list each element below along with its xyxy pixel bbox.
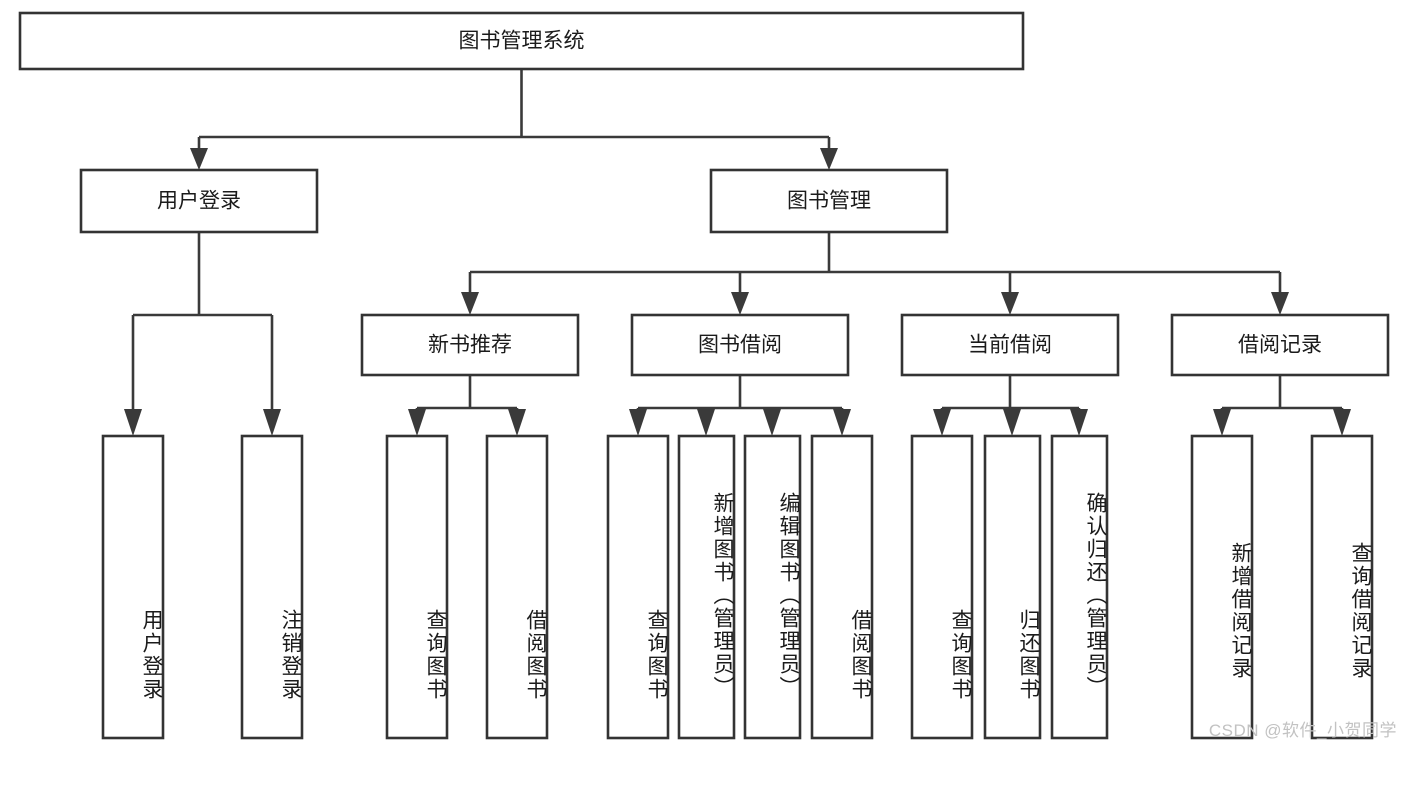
- node-leaf-return-book-box[interactable]: [983, 434, 1042, 740]
- arrow-head-leaf-query-book-b: [629, 409, 647, 436]
- node-leaf-user-login-box[interactable]: [101, 434, 165, 740]
- node-leaf-borrow-book-b-box[interactable]: [810, 434, 874, 740]
- node-user-login-box[interactable]: [79, 168, 319, 234]
- diagram-canvas: 图书管理系统 用户登录 图书管理 新书推荐 图书借阅 当前借阅 借阅记录: [18, 11, 1397, 740]
- arrow-head-leaf-query-borrow-record: [1333, 409, 1351, 436]
- node-current-borrow[interactable]: 当前借阅: [900, 313, 1120, 377]
- arrow-head-leaf-add-borrow-record: [1213, 409, 1231, 436]
- csdn-watermark: CSDN @软件_小贺同学: [1208, 721, 1397, 740]
- arrow-head-leaf-confirm-return: [1070, 409, 1088, 436]
- node-borrow-record[interactable]: 借阅记录: [1170, 313, 1390, 377]
- node-leaf-add-borrow-record-box[interactable]: [1190, 434, 1254, 740]
- node-borrow-record-box[interactable]: [1170, 313, 1390, 377]
- node-leaf-add-book-box[interactable]: [677, 434, 736, 740]
- node-root-label: 图书管理系统: [459, 30, 585, 53]
- node-leaf-edit-book-box[interactable]: [743, 434, 802, 740]
- arrow-head-new-book-recommend: [461, 292, 479, 315]
- arrow-head-leaf-borrow-book-b: [833, 409, 851, 436]
- arrow-head-current-borrow: [1001, 292, 1019, 315]
- arrow-head-leaf-edit-book: [763, 409, 781, 436]
- node-book-manage[interactable]: 图书管理: [709, 168, 949, 234]
- node-book-borrow-label: 图书借阅: [698, 334, 782, 357]
- arrow-head-book-manage: [820, 148, 838, 170]
- arrow-head-borrow-record: [1271, 292, 1289, 315]
- arrow-head-leaf-user-logout: [263, 409, 281, 436]
- node-book-manage-label: 图书管理: [787, 190, 871, 213]
- node-root-box[interactable]: [18, 11, 1025, 71]
- arrow-head-user-login: [190, 148, 208, 170]
- leaf-box-layer: [101, 434, 1374, 740]
- arrow-head-book-borrow: [731, 292, 749, 315]
- node-leaf-confirm-return-box[interactable]: [1050, 434, 1109, 740]
- node-leaf-user-logout-box[interactable]: [240, 434, 304, 740]
- arrow-head-leaf-user-login: [124, 409, 142, 436]
- node-current-borrow-box[interactable]: [900, 313, 1120, 377]
- node-book-borrow[interactable]: 图书借阅: [630, 313, 850, 377]
- arrow-head-leaf-query-book-c: [933, 409, 951, 436]
- node-leaf-query-book-c-box[interactable]: [910, 434, 974, 740]
- arrow-head-leaf-borrow-book-a: [508, 409, 526, 436]
- arrow-head-leaf-query-book-a: [408, 409, 426, 436]
- node-user-login[interactable]: 用户登录: [79, 168, 319, 234]
- node-new-book-recommend-label: 新书推荐: [428, 334, 512, 357]
- node-current-borrow-label: 当前借阅: [968, 334, 1052, 357]
- node-new-book-recommend[interactable]: 新书推荐: [360, 313, 580, 377]
- node-book-manage-box[interactable]: [709, 168, 949, 234]
- node-leaf-query-book-b-box[interactable]: [606, 434, 670, 740]
- node-leaf-query-borrow-record-box[interactable]: [1310, 434, 1374, 740]
- node-user-login-label: 用户登录: [157, 190, 241, 213]
- node-book-borrow-box[interactable]: [630, 313, 850, 377]
- node-leaf-borrow-book-a-box[interactable]: [485, 434, 549, 740]
- node-borrow-record-label: 借阅记录: [1238, 334, 1322, 357]
- arrow-head-leaf-add-book: [697, 409, 715, 436]
- tree-diagram-svg: 图书管理系统 用户登录 图书管理 新书推荐 图书借阅 当前借阅 借阅记录: [18, 11, 1390, 740]
- node-leaf-query-book-a-box[interactable]: [385, 434, 449, 740]
- node-new-book-recommend-box[interactable]: [360, 313, 580, 377]
- arrow-head-leaf-return-book: [1003, 409, 1021, 436]
- node-root[interactable]: 图书管理系统: [18, 11, 1025, 71]
- connector-layer: [124, 69, 1351, 436]
